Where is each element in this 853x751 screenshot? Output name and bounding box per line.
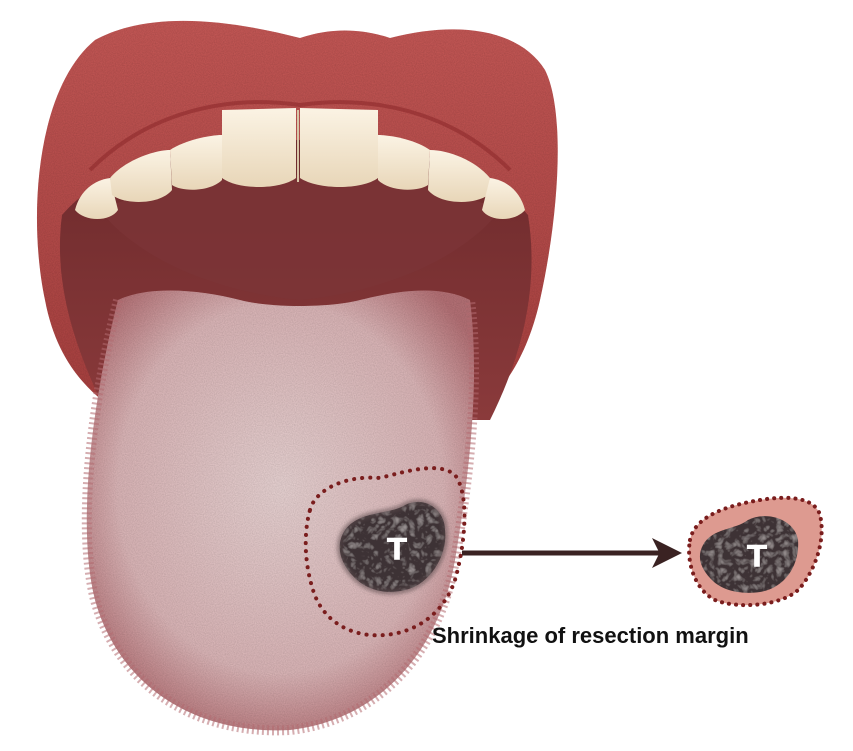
tumor-label-in-situ: T: [387, 533, 408, 568]
tooth: [300, 108, 378, 187]
caption: Shrinkage of resection margin: [432, 623, 749, 649]
tooth: [222, 108, 296, 187]
tumor-label-specimen: T: [747, 540, 768, 575]
